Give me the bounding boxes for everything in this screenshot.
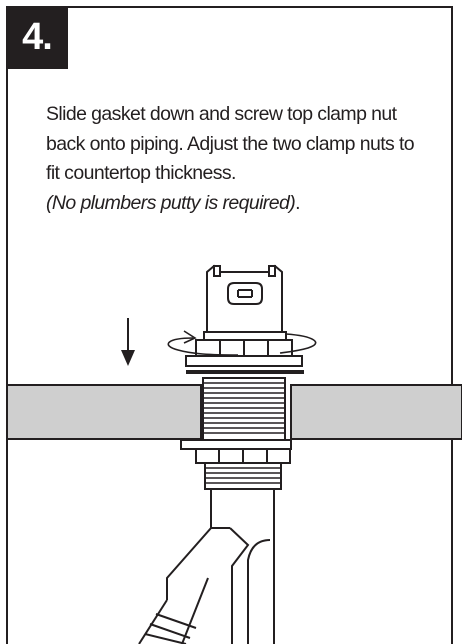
note-period: . [295, 191, 300, 214]
countertop-left [6, 384, 202, 440]
down-arrow-icon [121, 318, 135, 366]
air-gap-cap [203, 264, 287, 341]
instruction-text-block: Slide gasket down and screw top clamp nu… [46, 100, 426, 218]
drain-body [166, 489, 275, 644]
bottom-washer [180, 439, 292, 450]
lower-threads [204, 462, 282, 490]
hose-outlet [138, 577, 209, 644]
step-number-badge: 4. [6, 6, 68, 69]
countertop-right [290, 384, 462, 440]
bottom-clamp-nut [195, 448, 291, 464]
top-clamp-nut [185, 339, 303, 367]
gasket [186, 370, 304, 374]
instruction-text: Slide gasket down and screw top clamp nu… [46, 103, 415, 184]
threaded-shank [202, 377, 286, 441]
putty-note: (No plumbers putty is required) [46, 191, 296, 214]
rotation-arrow-icon [167, 330, 317, 356]
